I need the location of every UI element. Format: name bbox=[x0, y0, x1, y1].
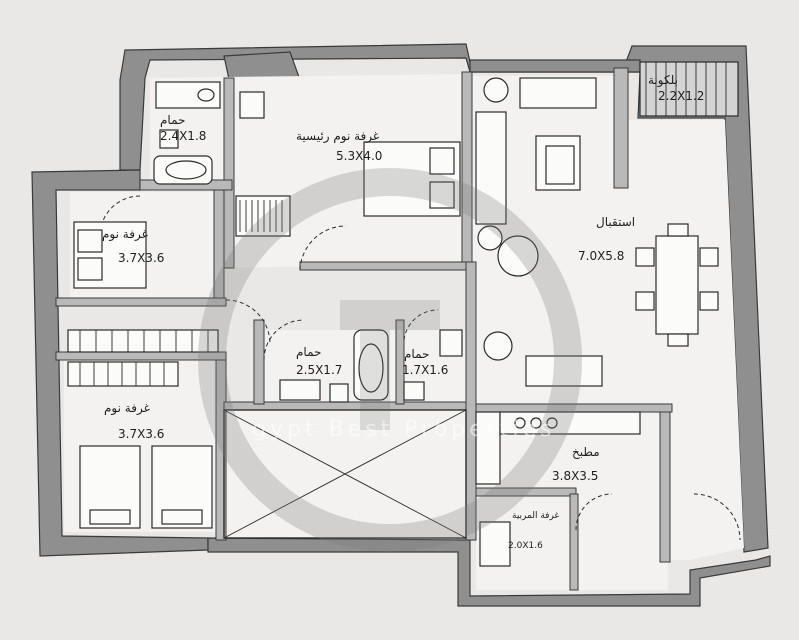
shaft bbox=[223, 409, 467, 539]
balcony-dimensions: 2.2X1.2 bbox=[658, 89, 704, 103]
room-labels: بلكونة 2.2X1.2 حمام 2.4X1.8 غرفة نوم رئي… bbox=[102, 73, 704, 551]
bath-2-label: حمام bbox=[296, 345, 321, 359]
doors bbox=[99, 195, 741, 541]
bedroom-2-label: غرفة نوم bbox=[104, 401, 150, 416]
balcony-label: بلكونة bbox=[648, 73, 678, 88]
reception-label: استقبال bbox=[596, 215, 635, 229]
kitchen-label: مطبخ bbox=[572, 445, 600, 459]
bath-3-dimensions: 1.7X1.6 bbox=[402, 363, 448, 377]
bath-master-dimensions: 2.4X1.8 bbox=[160, 129, 206, 143]
watermark-text: gypt Best Properties bbox=[252, 417, 555, 442]
bedroom-2-dimensions: 3.7X3.6 bbox=[118, 427, 164, 441]
balcony bbox=[639, 61, 739, 117]
bath-2-dimensions: 2.5X1.7 bbox=[296, 363, 342, 377]
master-bedroom-label: غرفة نوم رئيسية bbox=[296, 129, 379, 144]
reception-dimensions: 7.0X5.8 bbox=[578, 249, 624, 263]
maid-room-label: غرفة المربية bbox=[512, 511, 559, 521]
kitchen-dimensions: 3.8X3.5 bbox=[552, 469, 598, 483]
bedroom-1-dimensions: 3.7X3.6 bbox=[118, 251, 164, 265]
furniture bbox=[67, 77, 719, 567]
master-bedroom-dimensions: 5.3X4.0 bbox=[336, 149, 382, 163]
interior-walls bbox=[55, 67, 673, 591]
maid-room-dimensions: 2.0X1.6 bbox=[508, 541, 543, 551]
bedroom-1-label: غرفة نوم bbox=[102, 227, 148, 242]
bath-master-label: حمام bbox=[160, 113, 185, 127]
bath-3-label: حمام bbox=[404, 347, 429, 361]
watermark: gypt Best Properties bbox=[198, 168, 582, 552]
